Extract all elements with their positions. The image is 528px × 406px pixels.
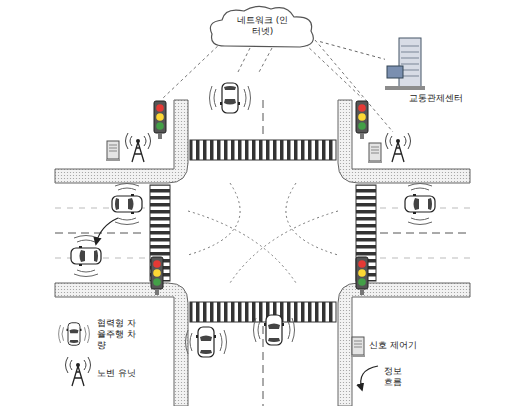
legend-item: 정보 흐름 [384, 366, 406, 388]
control-center-icon [385, 36, 427, 92]
node-label: 교통관제센터 [409, 93, 463, 104]
signal-controller [106, 141, 120, 161]
sidewalk [338, 100, 470, 183]
legend-item: 노변 유닛 [97, 368, 136, 379]
crosswalk [190, 302, 336, 322]
traffic-light [151, 257, 163, 295]
vehicle [405, 184, 435, 225]
legend-label: 협력형 자율주행 차량 [97, 318, 139, 350]
legend-vehicle-icon [59, 323, 90, 346]
sidewalk [55, 283, 188, 406]
vehicle [254, 315, 295, 345]
turning-path [188, 183, 338, 283]
monitor [387, 66, 403, 78]
legend-label: 정보 흐름 [384, 366, 406, 388]
traffic-light [356, 257, 368, 295]
lane-marking [55, 208, 470, 258]
network-connector [320, 42, 385, 60]
legend-rsu-icon [66, 357, 91, 386]
legend-label: 신호 제어기 [369, 340, 417, 351]
node-label: 네트워크 (인터넷) [237, 15, 289, 37]
legend-item: 협력형 자율주행 차량 [97, 318, 139, 350]
traffic-light [356, 101, 368, 139]
signal-controller [368, 143, 382, 163]
server-slots [401, 46, 419, 76]
legend-item: 신호 제어기 [369, 340, 417, 351]
legend-label: 노변 유닛 [97, 368, 136, 379]
legend-controller-icon [351, 337, 365, 357]
sidewalk [55, 100, 188, 183]
control-center: 교통관제센터 [385, 36, 463, 104]
vehicle [210, 83, 251, 113]
crosswalk [190, 140, 336, 160]
network-cloud: 네트워크 (인터넷) [205, 2, 320, 50]
sidewalk [338, 283, 470, 406]
desk [385, 86, 425, 90]
info-flow-arrow [96, 218, 118, 244]
lane-marking [55, 100, 470, 406]
roadside-unit [126, 133, 151, 162]
vehicle [186, 327, 227, 357]
server-tower [399, 38, 421, 88]
traffic-light [154, 101, 166, 139]
legend-flow-icon [361, 366, 378, 390]
cloud-shape [210, 6, 313, 47]
roadside-unit [386, 133, 411, 162]
